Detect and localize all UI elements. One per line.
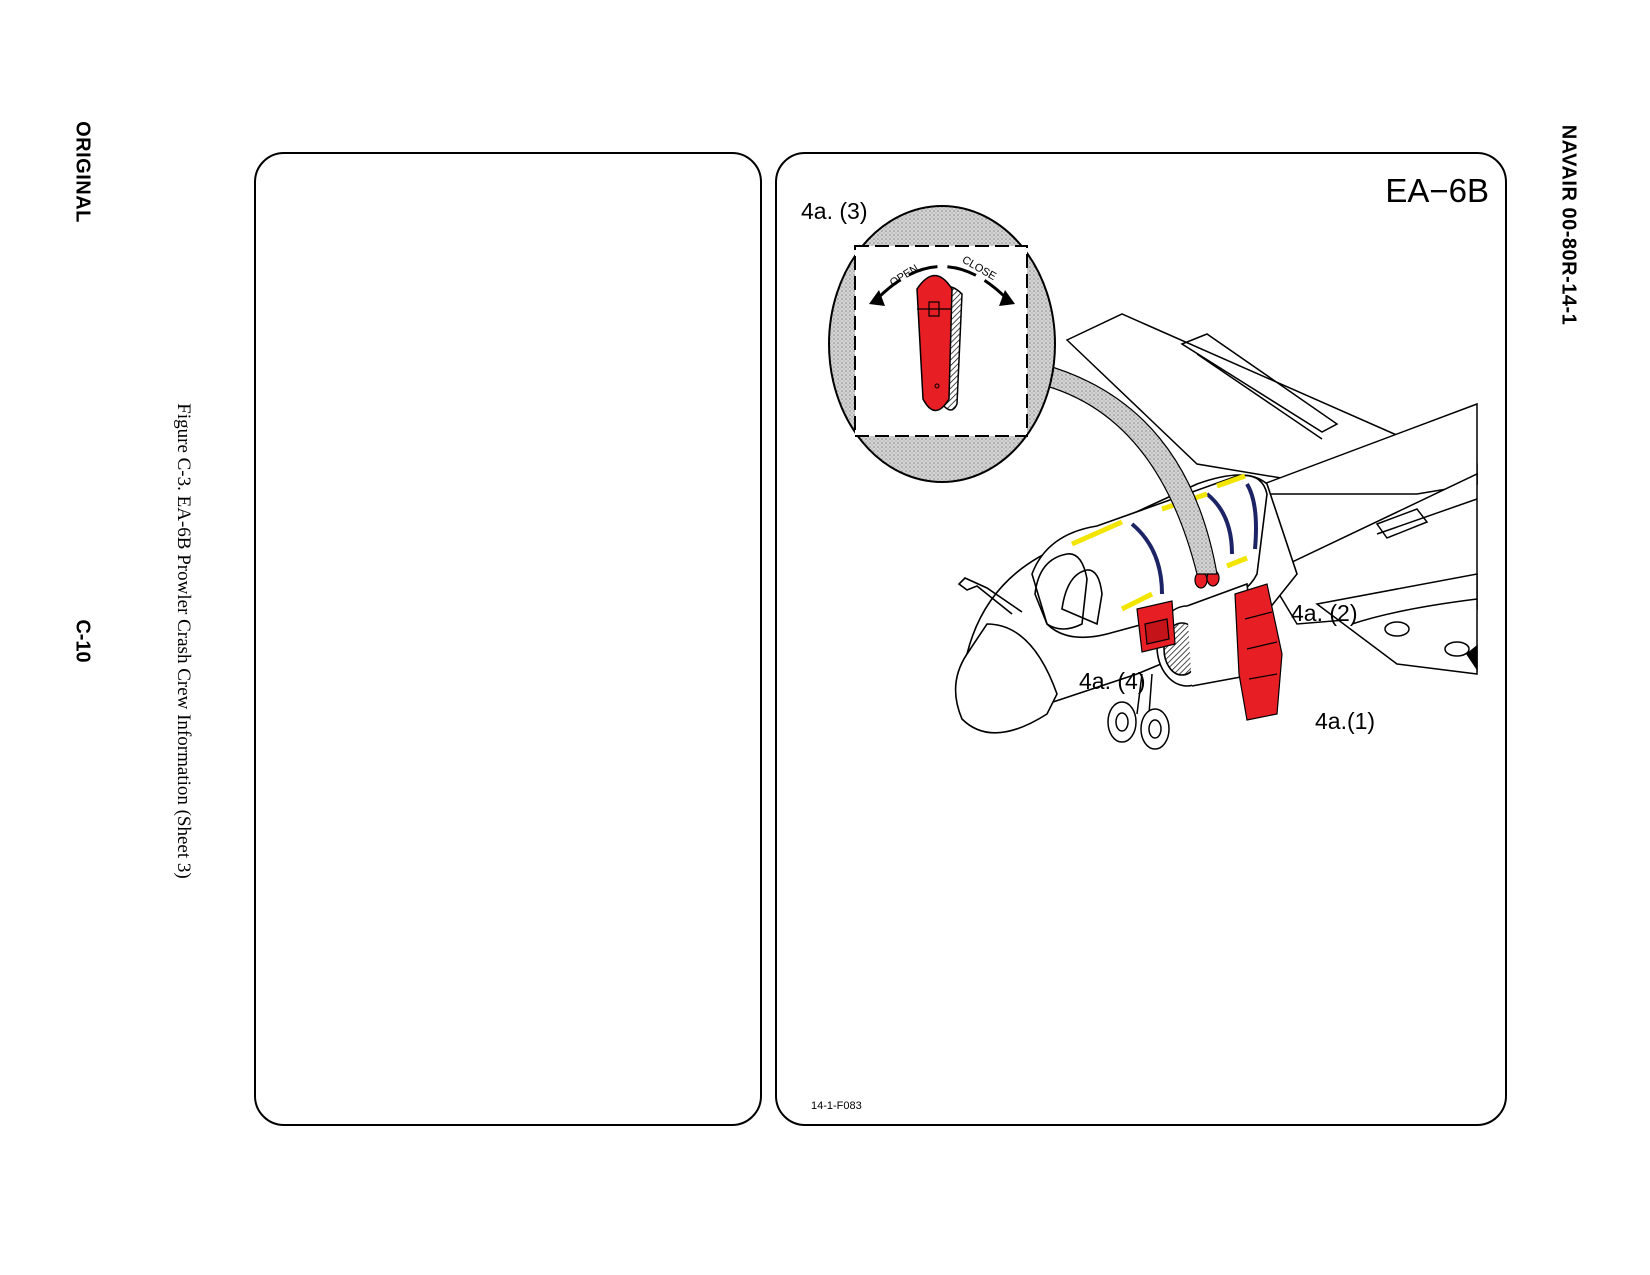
callout-4a-4: 4a. (4) [1079,668,1146,694]
external-canopy-handles [1194,569,1220,589]
illustration-id: 14-1-F083 [811,1100,862,1112]
figure-caption: Figure C-3. EA-6B Prowler Crash Crew Inf… [173,403,194,879]
nose-landing-gear [1107,673,1170,750]
aircraft-illustration: OPEN CLOSE [828,205,1478,750]
inset-leader [1038,363,1218,575]
aircraft-title: EA−6B [1385,172,1489,209]
lower-wing [1315,573,1478,675]
aircraft-panel: OPEN CLOSE EA−6B 4a. (3) 4a. (2) 4a. (4)… [775,152,1507,1126]
original-label: ORIGINAL [71,121,94,223]
left-blank-panel [254,152,762,1126]
callout-4a-2: 4a. (2) [1291,600,1358,626]
callout-4a-1: 4a.(1) [1315,708,1376,734]
page-number: C-10 [71,619,94,663]
document-id: NAVAIR 00-80R-14-1 [1557,124,1580,326]
access-door-4 [1136,600,1176,653]
callout-4a-3: 4a. (3) [801,198,868,224]
access-door-1 [1234,583,1283,721]
handle-detail-inset: OPEN CLOSE [828,205,1056,483]
